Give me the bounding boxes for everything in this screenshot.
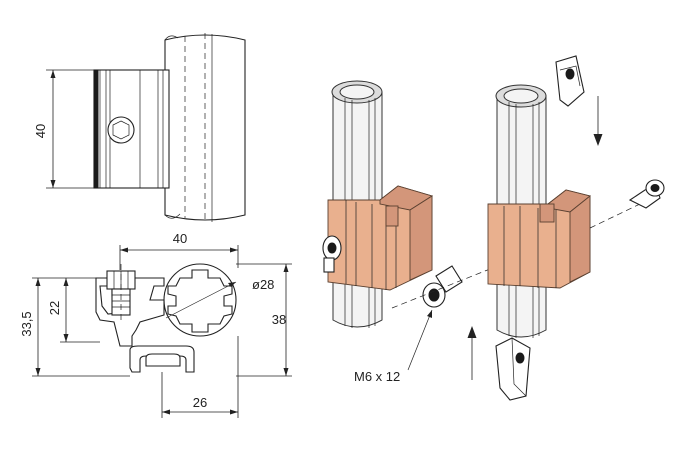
arrow-down-icon xyxy=(593,134,603,146)
dim-tube-diameter: ø28 xyxy=(252,277,274,292)
section-slot-nut xyxy=(129,345,195,373)
exploded-screw xyxy=(628,179,665,209)
dim-height-38: 38 xyxy=(272,312,286,327)
slot-nut-icon xyxy=(555,55,585,107)
dim-height-22: 22 xyxy=(47,301,62,315)
loose-screw: M6 x 12 xyxy=(354,264,501,384)
side-view: 40 xyxy=(33,33,246,222)
arrow-up-icon xyxy=(467,326,477,338)
screw-callout: M6 x 12 xyxy=(354,369,400,384)
slot-nut-bottom xyxy=(467,326,531,401)
slot-nut-top xyxy=(555,55,603,146)
dim-height-33-5: 33,5 xyxy=(19,311,34,336)
dim-side-height: 40 xyxy=(33,124,48,138)
assembled-view xyxy=(322,80,434,328)
exploded-view xyxy=(487,84,641,338)
dim-width-26: 26 xyxy=(193,395,207,410)
hex-socket-screw-icon xyxy=(107,116,135,144)
dim-top-width: 40 xyxy=(173,231,187,246)
section-view: 40 ø28 22 33,5 xyxy=(19,231,292,418)
